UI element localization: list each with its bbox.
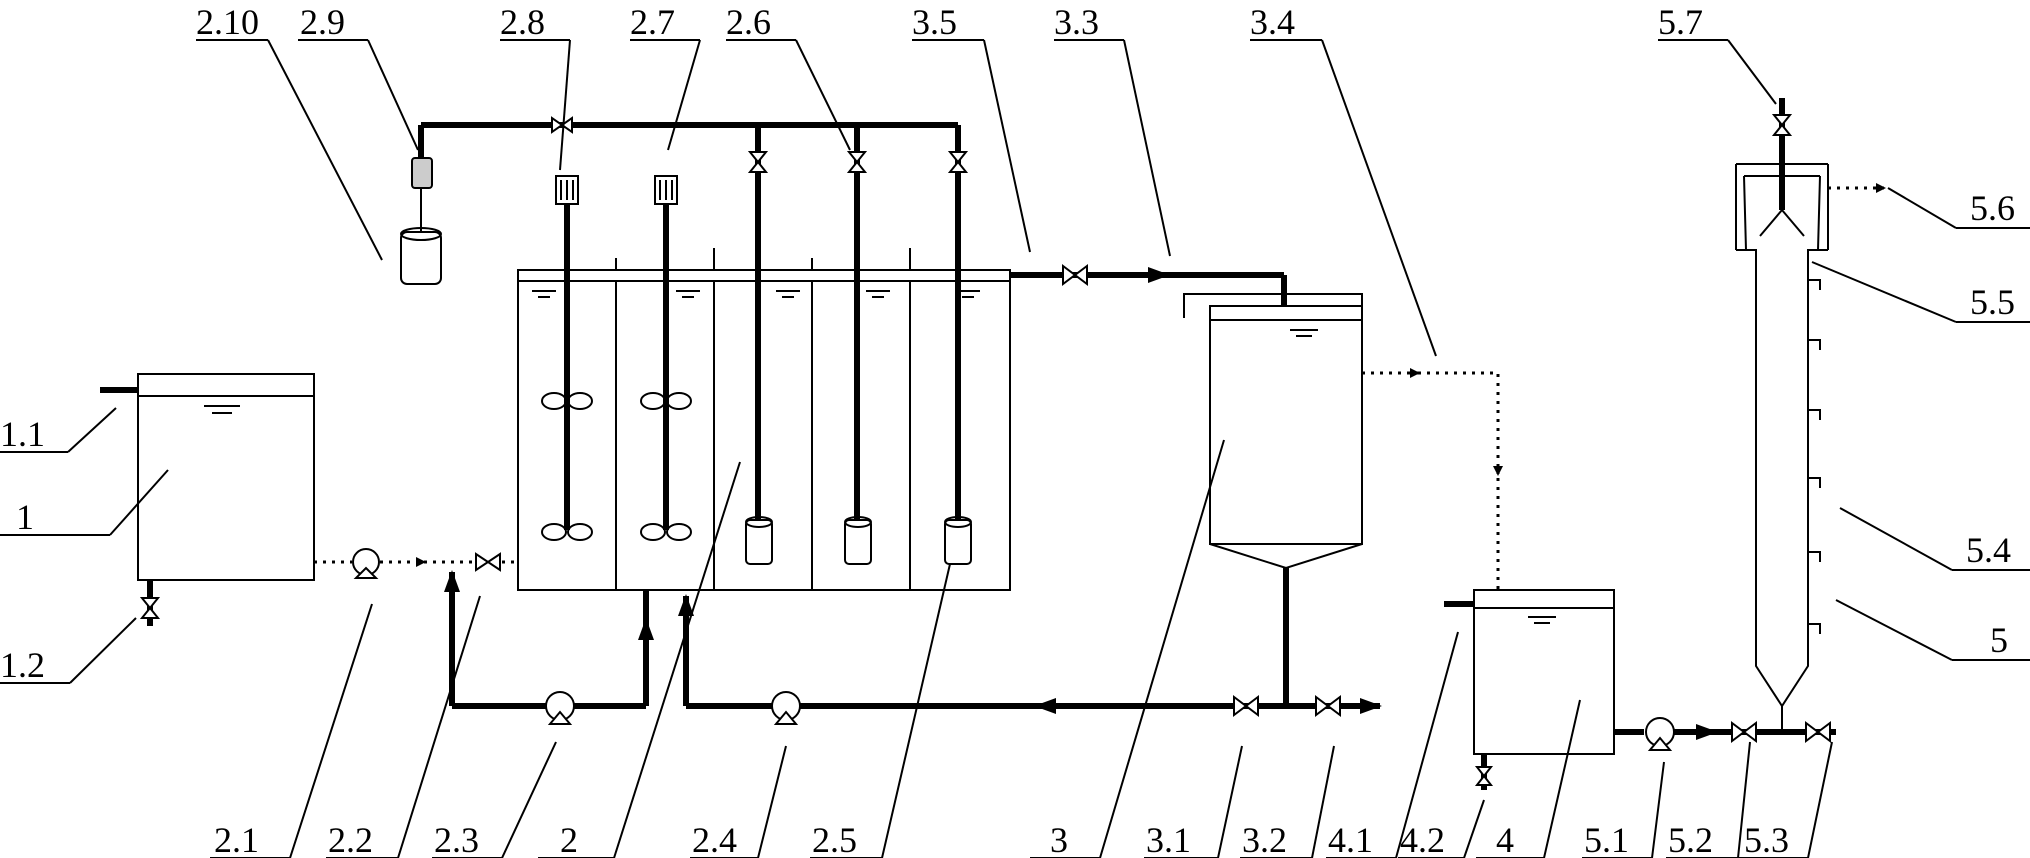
stirrer-motor-1 (555, 175, 579, 205)
sludge-return-pump (771, 691, 801, 725)
label-2: 2 (560, 820, 578, 858)
label-2-6: 2.6 (726, 2, 771, 42)
label-1-1: 1.1 (0, 414, 45, 454)
label-3-3: 3.3 (1054, 2, 1099, 42)
tank4-drain-valve (1474, 766, 1494, 786)
air-blower (400, 227, 442, 285)
label-1: 1 (16, 497, 34, 537)
label-5-4: 5.4 (1966, 530, 2011, 570)
label-1-2: 1.2 (0, 645, 45, 685)
label-3-4: 3.4 (1250, 2, 1295, 42)
gas-outlet-valve (1771, 114, 1793, 136)
impeller-2 (640, 392, 692, 541)
label-5-2: 5.2 (1668, 820, 1713, 858)
tank1-drain-valve (139, 597, 161, 619)
label-2-3: 2.3 (434, 820, 479, 858)
intermediate-tank (1473, 589, 1615, 755)
label-5: 5 (1990, 620, 2008, 660)
label-2-5: 2.5 (812, 820, 857, 858)
label-5-5: 5.5 (1970, 282, 2015, 322)
label-4-1: 4.1 (1328, 820, 1373, 858)
feed-tank (137, 373, 315, 581)
leader-lines (0, 39, 2030, 858)
label-2-4: 2.4 (692, 820, 737, 858)
label-3-2: 3.2 (1242, 820, 1287, 858)
air-filter (411, 157, 433, 189)
label-2-10: 2.10 (196, 2, 259, 42)
impeller-1 (541, 392, 593, 541)
sludge-waste-valve (1315, 695, 1341, 717)
label-2-8: 2.8 (500, 2, 545, 42)
feed-pump (352, 548, 380, 579)
label-2-2: 2.2 (328, 820, 373, 858)
three-phase-separator (1759, 209, 1805, 237)
column-feed-pump (1645, 717, 1675, 751)
air-valves (747, 151, 969, 173)
air-header-valve (551, 116, 573, 134)
column-drain-valve (1805, 721, 1831, 743)
label-2-7: 2.7 (630, 2, 675, 42)
stirrer-motor-2 (654, 175, 678, 205)
label-2-9: 2.9 (300, 2, 345, 42)
label-3-5: 3.5 (912, 2, 957, 42)
label-5-3: 5.3 (1744, 820, 1789, 858)
label-3: 3 (1050, 820, 1068, 858)
label-5-6: 5.6 (1970, 188, 2015, 228)
label-5-7: 5.7 (1658, 2, 1703, 42)
secondary-clarifier (1183, 293, 1363, 570)
sludge-return-valve (1233, 695, 1259, 717)
internal-recycle-pump (545, 691, 575, 725)
label-4: 4 (1496, 820, 1514, 858)
label-4-2: 4.2 (1400, 820, 1445, 858)
sampling-ports (1808, 279, 1821, 634)
column-feed-valve (1731, 721, 1757, 743)
label-3-1: 3.1 (1146, 820, 1191, 858)
reactor-outlet-valve (1062, 264, 1088, 286)
aeration-diffusers (745, 516, 972, 565)
label-5-1: 5.1 (1584, 820, 1629, 858)
label-2-1: 2.1 (214, 820, 259, 858)
clarifier-overflow-dotted-2 (1418, 371, 1503, 476)
feed-valve (475, 552, 501, 572)
